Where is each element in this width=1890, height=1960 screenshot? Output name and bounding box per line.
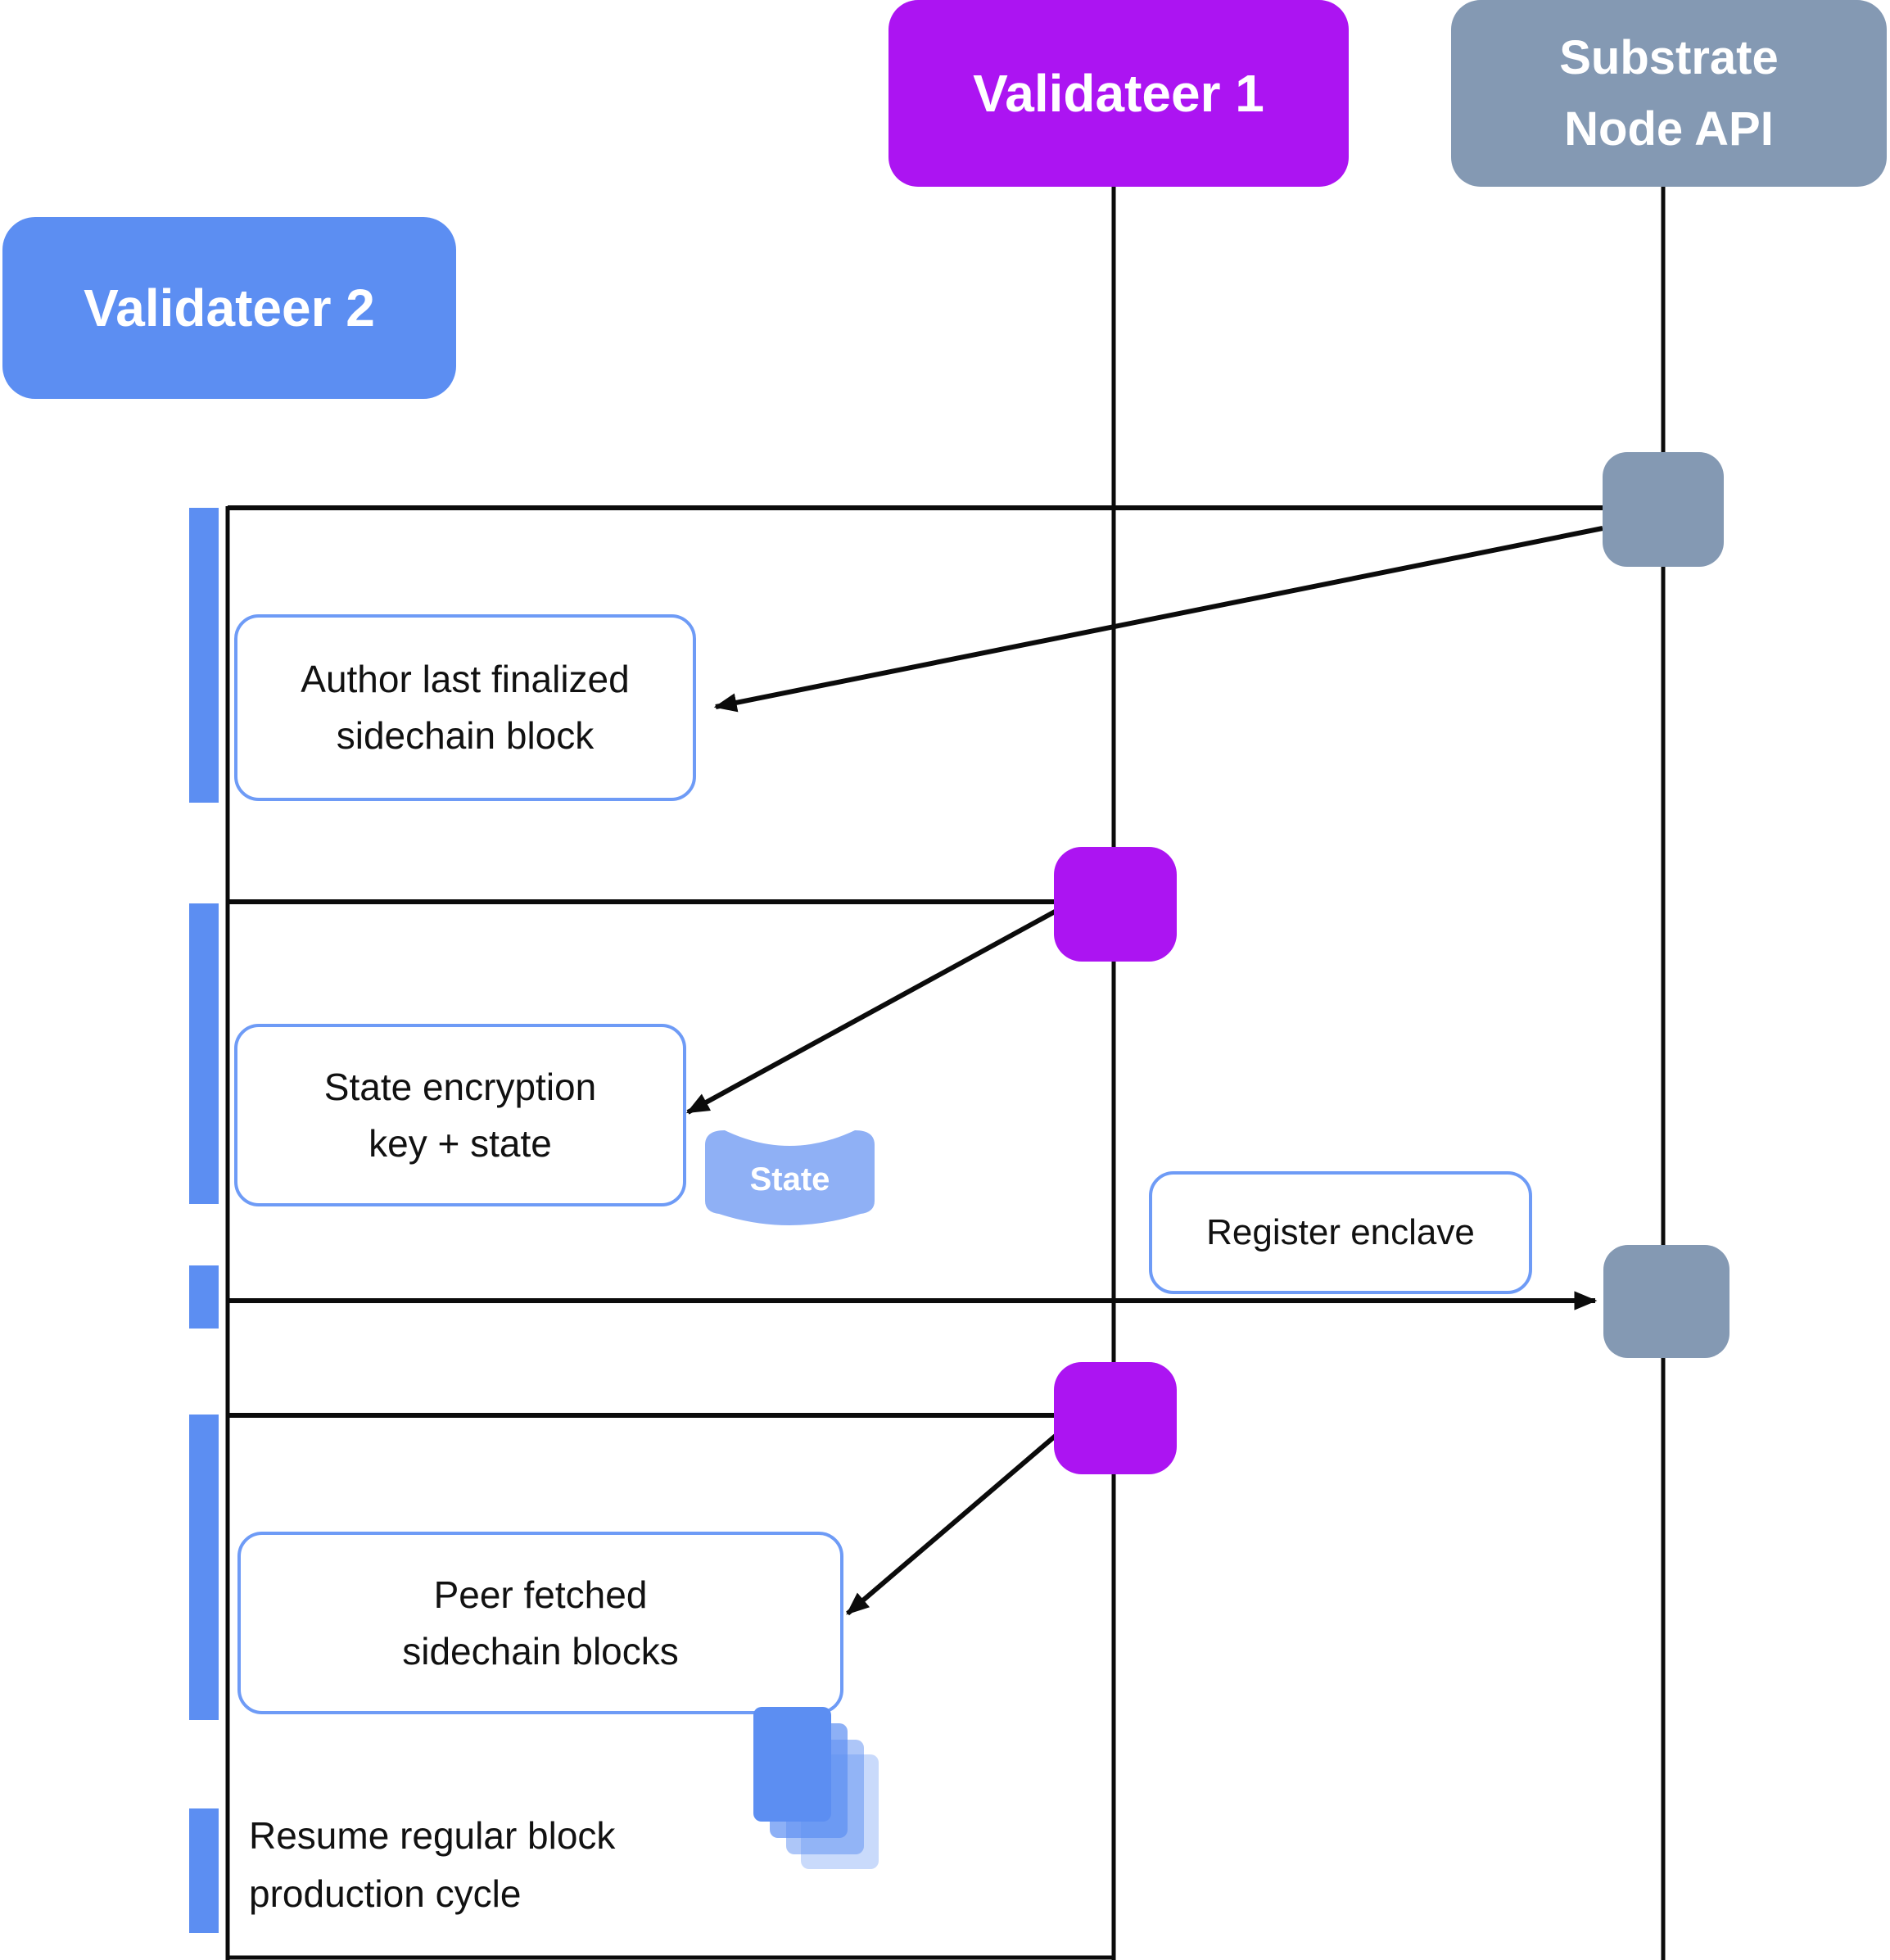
actor-validateer2-label: Validateer 2 [84,278,375,337]
message-label-peer-line1: Peer fetched [433,1573,648,1616]
validateer1-activation-square-1 [1054,847,1177,962]
message-label-peer: Peer fetched sidechain blocks [237,1532,843,1714]
resume-note: Resume regular block production cycle [249,1807,822,1924]
datastore-label: State [749,1161,830,1197]
message-arrow-state [685,908,1058,1115]
message-label-state-line1: State encryption [323,1065,597,1108]
substrate-activation-square-1 [1603,452,1724,567]
message-label-author-line2: sidechain block [336,714,595,757]
actor-substrate-label-line1: Substrate [1559,31,1779,84]
actor-substrate-label-line2: Node API [1564,102,1774,156]
substrate-activation-square-2 [1603,1245,1729,1358]
actor-validateer1: Validateer 1 [888,0,1349,187]
message-label-author: Author last finalized sidechain block [234,614,696,801]
actor-substrate-node-api: Substrate Node API [1451,0,1887,187]
message-label-register-text: Register enclave [1206,1212,1475,1252]
resume-note-line2: production cycle [249,1872,522,1916]
message-arrow-author [713,526,1603,713]
database-cylinder-shape [705,1130,875,1225]
message-label-register-enclave: Register enclave [1149,1171,1532,1294]
database-cylinder-icon: State [705,1124,875,1227]
validateer1-activation-square-2 [1054,1362,1177,1474]
activation-bar-register [189,1265,219,1329]
actor-validateer2: Validateer 2 [2,217,456,399]
message-label-peer-line2: sidechain blocks [402,1629,679,1673]
activation-bar-state [189,903,219,1204]
stacked-blocks-icon [753,1707,893,1895]
message-label-author-line1: Author last finalized [301,658,630,700]
actor-validateer1-label: Validateer 1 [973,64,1264,123]
activation-bar-author [189,508,219,803]
message-label-state-line2: key + state [369,1121,552,1165]
resume-note-line1: Resume regular block [249,1814,616,1857]
message-label-state: State encryption key + state [234,1024,686,1206]
activation-bar-peer [189,1415,219,1720]
stacked-block-layer [753,1707,831,1822]
message-arrow-peer [846,1433,1058,1616]
activation-bar-resume [189,1808,219,1933]
